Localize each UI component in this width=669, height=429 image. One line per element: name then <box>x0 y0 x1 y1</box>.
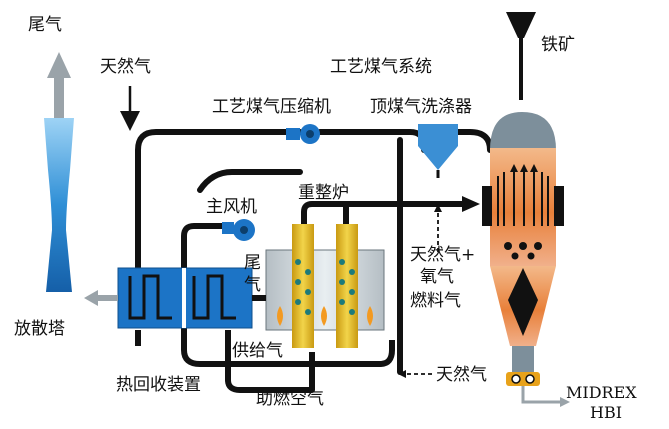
label-natural-gas-bottom: 天然气 <box>436 365 487 385</box>
label-tail-gas-side-2: 气 <box>244 275 261 295</box>
natural-gas-dashed-lines <box>404 210 439 375</box>
process-gas-compressor <box>286 124 320 144</box>
reducing-gas-line <box>301 201 462 224</box>
main-fan <box>181 219 255 300</box>
vent-stack <box>44 52 74 292</box>
label-supply-gas: 供给气 <box>232 341 283 361</box>
label-process-gas-compressor: 工艺煤气压缩机 <box>212 97 331 117</box>
label-iron-ore: 铁矿 <box>541 35 575 55</box>
label-tail-gas-side-1: 尾 <box>244 253 261 273</box>
label-heat-recovery: 热回收装置 <box>116 375 201 395</box>
label-process-gas-system: 工艺煤气系统 <box>330 57 432 77</box>
tail-gas-up-arrow <box>47 52 71 118</box>
label-ng-oxygen-1: 天然气+ <box>410 245 475 265</box>
label-fuel-gas: 燃料气 <box>410 291 461 311</box>
heat-recovery-unit <box>117 267 266 329</box>
label-natural-gas-top: 天然气 <box>100 57 151 77</box>
label-top-gas-scrubber: 顶煤气洗涤器 <box>370 97 472 117</box>
tail-gas-arrow <box>84 290 118 306</box>
label-main-fan: 主风机 <box>206 197 257 217</box>
process-gas-pipes <box>135 129 493 375</box>
reformer <box>265 224 385 348</box>
label-ng-oxygen-2: 氧气 <box>420 267 454 287</box>
ng-bottom-arrow <box>398 370 406 378</box>
label-product-1: MIDREX <box>566 383 637 402</box>
label-vent-stack: 放散塔 <box>14 319 65 339</box>
reducing-gas-arrow <box>462 196 480 212</box>
label-tail-gas-top: 尾气 <box>28 15 62 35</box>
top-gas-scrubber <box>418 124 458 178</box>
ng-oxygen-arrow <box>434 204 442 212</box>
shaft-furnace <box>482 12 570 407</box>
label-combustion-air: 助燃空气 <box>256 389 324 409</box>
diagram-labels: 尾气 天然气 工艺煤气系统 铁矿 工艺煤气压缩机 顶煤气洗涤器 主风机 重整炉 … <box>14 15 637 422</box>
hbi-briquetter <box>506 372 540 386</box>
ore-hopper <box>506 12 536 38</box>
stack-body <box>44 118 74 292</box>
label-product-2: HBI <box>590 403 622 422</box>
supply-lines <box>135 300 395 393</box>
label-reformer: 重整炉 <box>298 183 349 203</box>
